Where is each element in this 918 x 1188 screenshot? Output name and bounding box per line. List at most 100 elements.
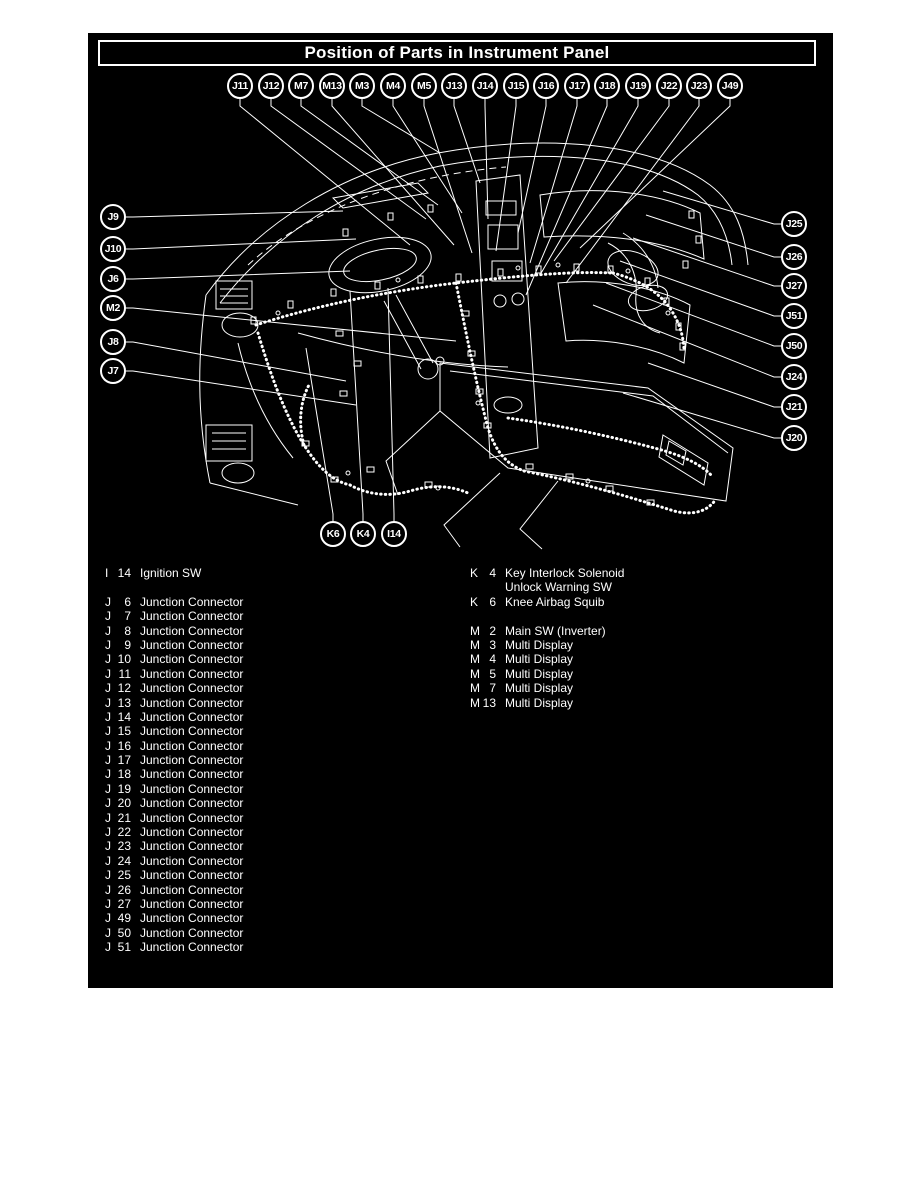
leader-line-j11 xyxy=(239,99,411,246)
legend-number: 27 xyxy=(117,896,131,911)
legend-number: 21 xyxy=(117,810,131,825)
legend-name: Junction Connector xyxy=(140,925,244,940)
legend-row: M 4 Multi Display xyxy=(470,652,810,666)
callout-j50: J50 xyxy=(781,333,807,359)
legend-letter: J xyxy=(105,709,111,724)
legend-number: 22 xyxy=(117,825,131,840)
legend-row: J 18 Junction Connector xyxy=(105,767,445,781)
legend-row: J 9 Junction Connector xyxy=(105,638,445,652)
legend-row: M 3 Multi Display xyxy=(470,638,810,652)
legend-letter: M xyxy=(470,637,480,652)
legend-number: 7 xyxy=(489,681,496,696)
callout-j20: J20 xyxy=(781,425,807,451)
callout-j49: J49 xyxy=(717,73,743,99)
leader-line-j13 xyxy=(453,99,481,184)
legend-row: J 19 Junction Connector xyxy=(105,782,445,796)
legend-row: J 26 Junction Connector xyxy=(105,883,445,897)
legend-number: 51 xyxy=(117,940,131,955)
legend-row: J 20 Junction Connector xyxy=(105,796,445,810)
callout-j51: J51 xyxy=(781,303,807,329)
legend-number: 14 xyxy=(117,566,131,580)
callout-k4: K4 xyxy=(350,521,376,547)
legend-row: J 25 Junction Connector xyxy=(105,868,445,882)
leader-line-m13 xyxy=(331,99,455,246)
legend-name: Junction Connector xyxy=(140,666,244,681)
legend-name: Junction Connector xyxy=(140,681,244,696)
legend-letter: M xyxy=(470,681,480,696)
leader-line-j19 xyxy=(539,99,639,276)
legend-letter: J xyxy=(105,853,111,868)
legend-number: 20 xyxy=(117,796,131,811)
leader-line-j21 xyxy=(647,362,781,408)
legend-row: I 14 Ignition SW xyxy=(105,566,445,580)
legend-row: J 17 Junction Connector xyxy=(105,753,445,767)
legend-name: Junction Connector xyxy=(140,825,244,840)
legend-letter: J xyxy=(105,896,111,911)
leader-line-j49 xyxy=(579,99,731,249)
legend-row: J 24 Junction Connector xyxy=(105,854,445,868)
legend-name: Junction Connector xyxy=(140,637,244,652)
legend-name: Multi Display xyxy=(505,637,574,652)
legend-name: Multi Display xyxy=(505,681,574,696)
leader-line-j16 xyxy=(517,99,547,234)
legend-row: J 15 Junction Connector xyxy=(105,724,445,738)
legend-number: 6 xyxy=(124,594,131,609)
leader-line-j24 xyxy=(592,304,781,378)
leader-line-j51 xyxy=(619,260,781,317)
legend-letter: J xyxy=(105,753,111,768)
legend-name: Junction Connector xyxy=(140,810,244,825)
legend-name: Junction Connector xyxy=(140,652,244,667)
legend-row: M 13 Multi Display xyxy=(470,696,810,710)
callout-j12: J12 xyxy=(258,73,284,99)
callout-j18: J18 xyxy=(594,73,620,99)
legend-number: 17 xyxy=(117,753,131,768)
legend-row: K 4 Key Interlock Solenoid xyxy=(470,566,810,580)
legend-name: Junction Connector xyxy=(140,796,244,811)
callout-j11: J11 xyxy=(227,73,253,99)
legend-letter: J xyxy=(105,839,111,854)
legend-row: M 7 Multi Display xyxy=(470,681,810,695)
callout-j13: J13 xyxy=(441,73,467,99)
callout-m5: M5 xyxy=(411,73,437,99)
legend-number: 49 xyxy=(117,911,131,926)
legend-name: Junction Connector xyxy=(140,738,244,753)
leader-line-j23 xyxy=(565,99,700,284)
leader-line-j26 xyxy=(645,214,781,258)
legend-name: Junction Connector xyxy=(140,709,244,724)
legend-letter: J xyxy=(105,796,111,811)
legend-letter: J xyxy=(105,666,111,681)
legend-number: 25 xyxy=(117,868,131,883)
callout-m3: M3 xyxy=(349,73,375,99)
legend-number: 23 xyxy=(117,839,131,854)
callout-i14: I14 xyxy=(381,521,407,547)
legend-number: 19 xyxy=(117,781,131,796)
legend-number: 5 xyxy=(489,666,496,681)
legend-name: Junction Connector xyxy=(140,882,244,897)
leader-lines xyxy=(126,99,781,521)
legend-number: 9 xyxy=(124,637,131,652)
legend-letter: J xyxy=(105,940,111,955)
legend-letter: J xyxy=(105,781,111,796)
legend-letter: K xyxy=(470,594,479,609)
legend-number: 3 xyxy=(489,637,496,652)
leader-line-m7 xyxy=(300,99,439,206)
legend-row: J 6 Junction Connector xyxy=(105,595,445,609)
legend-name: Junction Connector xyxy=(140,940,244,955)
instrument-panel-illustration xyxy=(199,142,749,550)
legend-number: 13 xyxy=(482,695,496,710)
callout-j26: J26 xyxy=(781,244,807,270)
callout-j17: J17 xyxy=(564,73,590,99)
legend-number: 11 xyxy=(118,666,131,681)
leader-line-i14 xyxy=(387,287,395,521)
leader-line-j10 xyxy=(126,238,357,250)
legend-letter: M xyxy=(470,666,480,681)
legend-name: Junction Connector xyxy=(140,781,244,796)
legend-letter: J xyxy=(105,868,111,883)
legend-letter: M xyxy=(470,623,480,638)
legend-letter: J xyxy=(105,594,111,609)
legend-row: J 16 Junction Connector xyxy=(105,739,445,753)
legend-number: 50 xyxy=(117,925,131,940)
legend-name: Ignition SW xyxy=(140,566,202,580)
legend-name: Junction Connector xyxy=(140,695,244,710)
